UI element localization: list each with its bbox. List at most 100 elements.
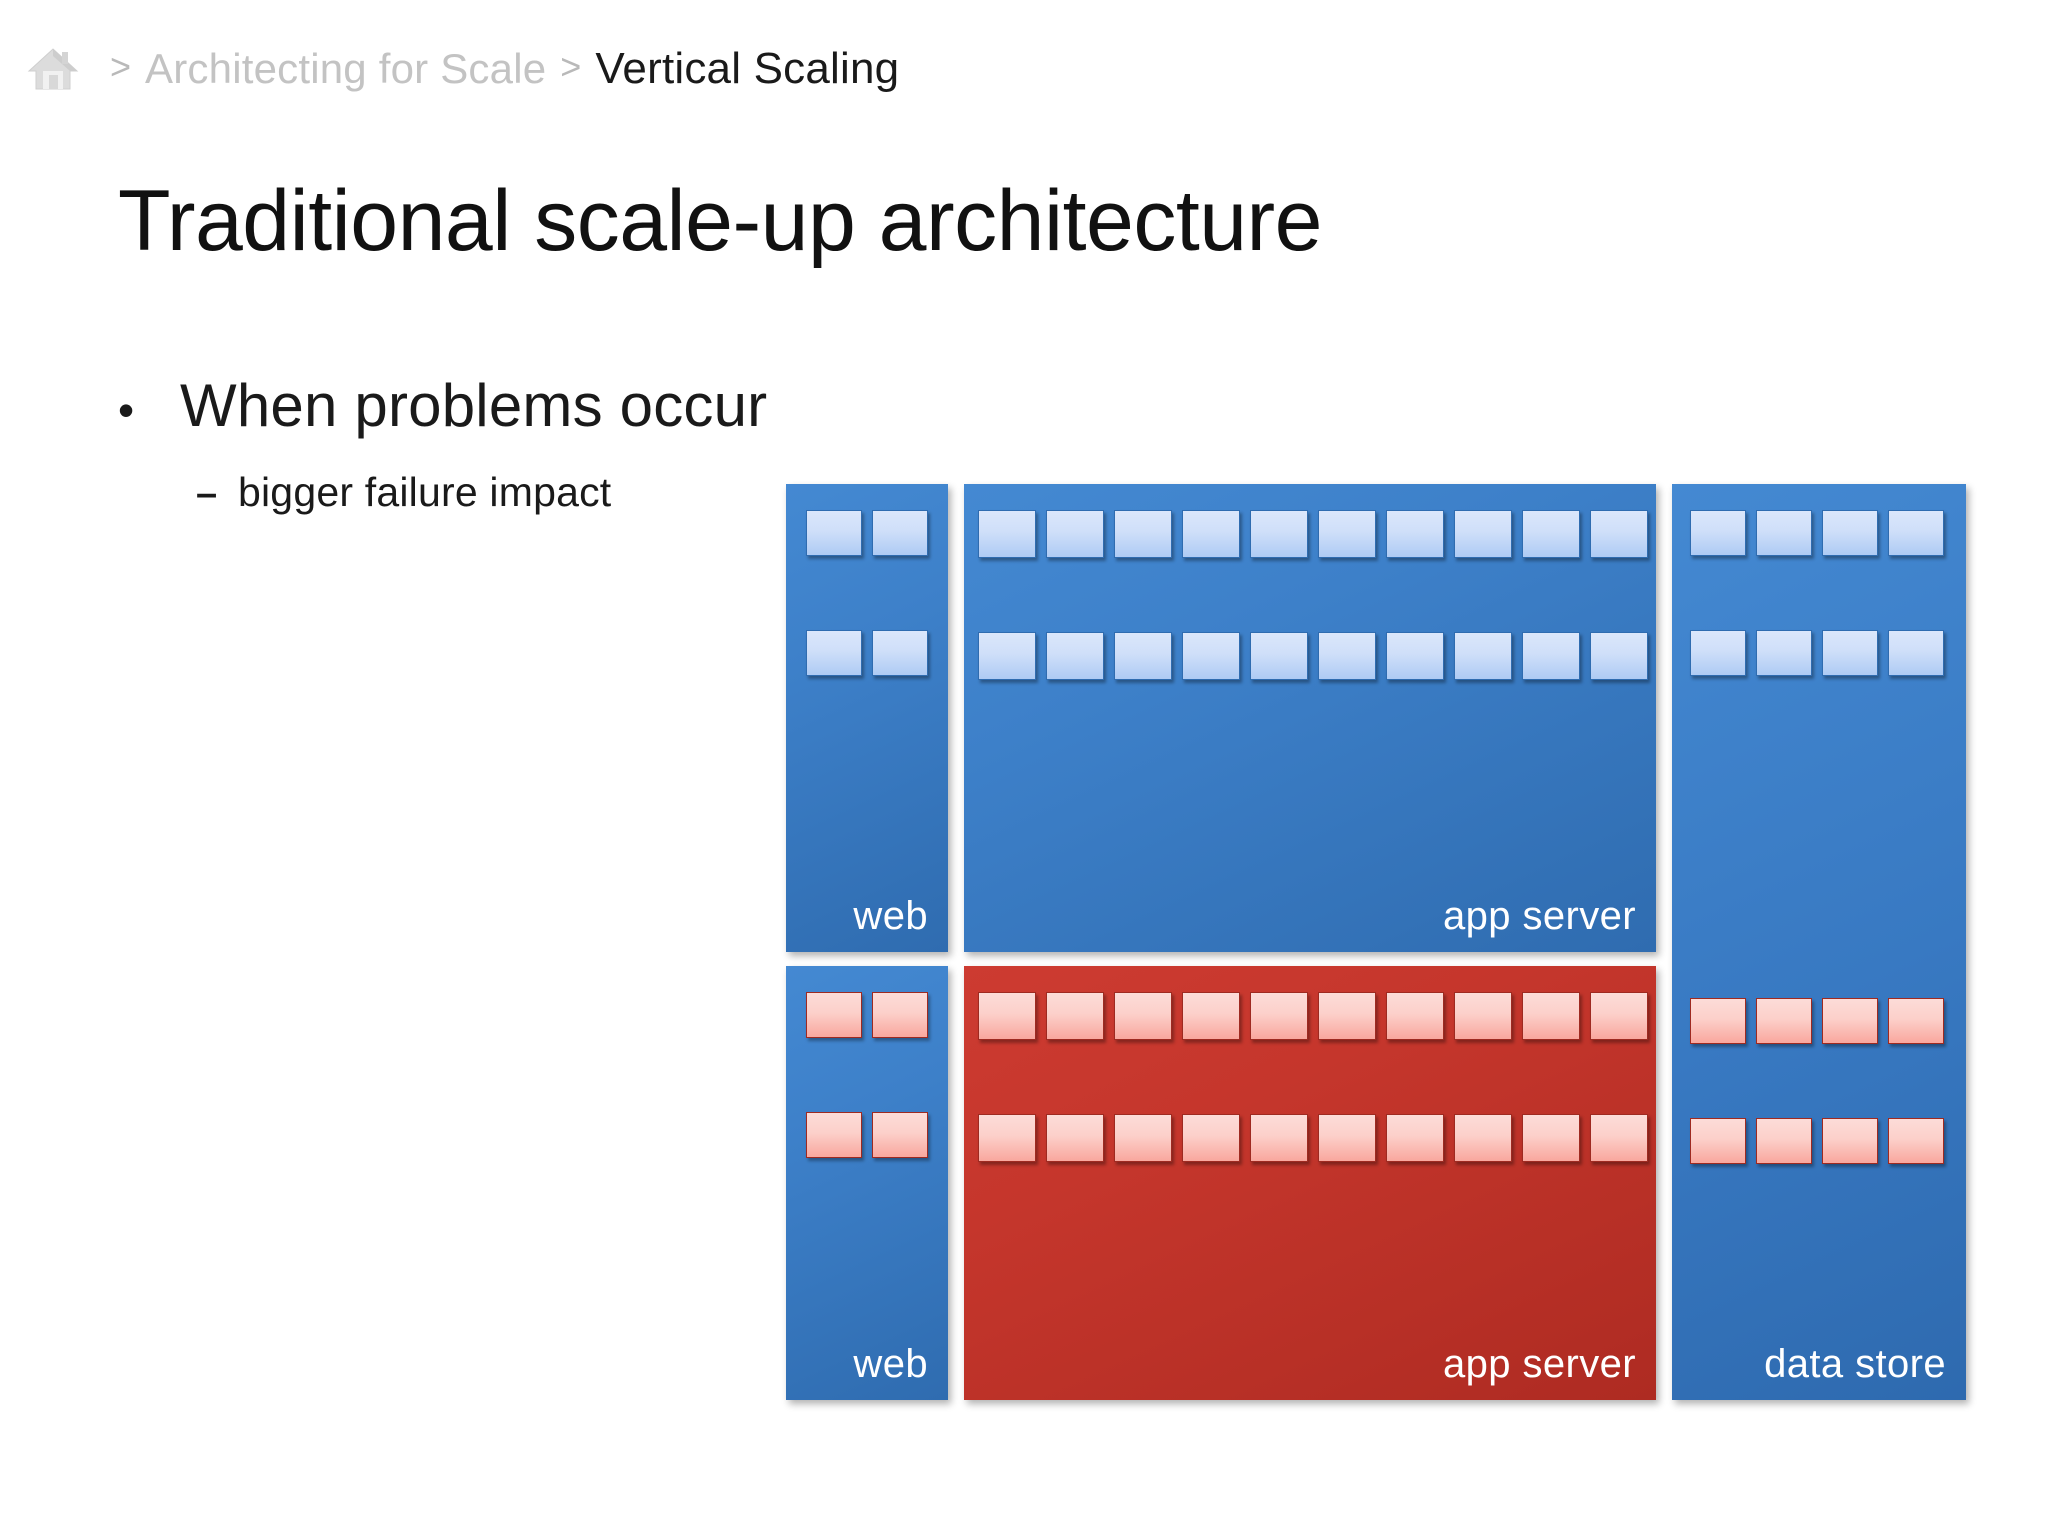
chip bbox=[1590, 510, 1648, 558]
panel-app-server-top[interactable]: app server bbox=[964, 484, 1656, 952]
chip bbox=[1114, 992, 1172, 1040]
panel-web-bottom[interactable]: web bbox=[786, 966, 948, 1400]
breadcrumb-parent[interactable]: Architecting for Scale bbox=[145, 45, 547, 92]
chip bbox=[1454, 992, 1512, 1040]
chip bbox=[1182, 992, 1240, 1040]
panel-label-web-bottom: web bbox=[853, 1342, 928, 1386]
chip bbox=[1522, 510, 1580, 558]
home-icon[interactable] bbox=[26, 42, 80, 96]
chip bbox=[978, 992, 1036, 1040]
bullet-dash-icon: – bbox=[196, 473, 218, 515]
chip bbox=[1318, 510, 1376, 558]
chip bbox=[806, 630, 862, 676]
chip-row bbox=[786, 992, 948, 1038]
bullet-marker-icon: • bbox=[118, 384, 135, 436]
chip bbox=[1822, 630, 1878, 676]
chip bbox=[1250, 510, 1308, 558]
bullet-level2: – bigger failure impact bbox=[196, 469, 612, 515]
chip bbox=[872, 510, 928, 556]
chip bbox=[1822, 998, 1878, 1044]
chip bbox=[1182, 510, 1240, 558]
architecture-diagram: web web bbox=[786, 484, 1966, 1400]
chip bbox=[1690, 510, 1746, 556]
chip-row bbox=[1672, 510, 1966, 556]
chip bbox=[1590, 992, 1648, 1040]
chip bbox=[1386, 992, 1444, 1040]
chip bbox=[1690, 630, 1746, 676]
panel-label-data-store: data store bbox=[1764, 1342, 1946, 1386]
chip bbox=[1822, 510, 1878, 556]
breadcrumb-current: Vertical Scaling bbox=[595, 44, 900, 93]
chip bbox=[1046, 632, 1104, 680]
chip bbox=[1454, 1114, 1512, 1162]
chip bbox=[1114, 1114, 1172, 1162]
page-title: Traditional scale-up architecture bbox=[118, 173, 1323, 269]
chip-row bbox=[964, 632, 1656, 680]
chip bbox=[806, 510, 862, 556]
bullet-level1: • When problems occur bbox=[118, 376, 767, 436]
chip bbox=[1522, 1114, 1580, 1162]
chip-row bbox=[786, 510, 948, 556]
chip bbox=[978, 1114, 1036, 1162]
chip bbox=[1454, 510, 1512, 558]
chip bbox=[1114, 510, 1172, 558]
chip bbox=[978, 510, 1036, 558]
chip bbox=[1046, 1114, 1104, 1162]
chip bbox=[1454, 632, 1512, 680]
panel-data-store-chips bbox=[1672, 484, 1966, 1164]
chip-row bbox=[786, 1112, 948, 1158]
chip bbox=[872, 1112, 928, 1158]
panel-data-store[interactable]: data store bbox=[1672, 484, 1966, 1400]
chip bbox=[1046, 992, 1104, 1040]
chip bbox=[1756, 1118, 1812, 1164]
bullet-level1-text: When problems occur bbox=[180, 372, 768, 439]
chip bbox=[1250, 1114, 1308, 1162]
chip bbox=[1250, 632, 1308, 680]
chip bbox=[1386, 632, 1444, 680]
chip bbox=[1590, 1114, 1648, 1162]
breadcrumb-separator-1: > bbox=[110, 46, 132, 87]
diagram-column-web: web web bbox=[786, 484, 948, 1400]
chip bbox=[1114, 632, 1172, 680]
panel-app-server-bottom[interactable]: app server bbox=[964, 966, 1656, 1400]
chip bbox=[1386, 1114, 1444, 1162]
chip bbox=[1888, 630, 1944, 676]
chip bbox=[872, 992, 928, 1038]
chip-row bbox=[786, 630, 948, 676]
chip bbox=[1386, 510, 1444, 558]
chip bbox=[1888, 1118, 1944, 1164]
chip bbox=[978, 632, 1036, 680]
bullet-level2-text: bigger failure impact bbox=[238, 469, 612, 515]
chip-row bbox=[1672, 1118, 1966, 1164]
chip bbox=[1250, 992, 1308, 1040]
chip bbox=[1182, 1114, 1240, 1162]
chip bbox=[1318, 632, 1376, 680]
chip-row bbox=[1672, 630, 1966, 676]
chip-row bbox=[964, 510, 1656, 558]
diagram-column-data-store: data store bbox=[1672, 484, 1966, 1400]
chip bbox=[1690, 1118, 1746, 1164]
panel-label-web-top: web bbox=[853, 894, 928, 938]
diagram-column-app-server: app server bbox=[964, 484, 1656, 1400]
chip bbox=[806, 992, 862, 1038]
panel-label-app-server-top: app server bbox=[1443, 894, 1636, 938]
panel-label-app-server-bottom: app server bbox=[1443, 1342, 1636, 1386]
chip-row bbox=[964, 992, 1656, 1040]
panel-web-top[interactable]: web bbox=[786, 484, 948, 952]
chip bbox=[1182, 632, 1240, 680]
breadcrumb-separator-2: > bbox=[560, 46, 582, 87]
chip bbox=[1522, 992, 1580, 1040]
chip bbox=[1590, 632, 1648, 680]
chip bbox=[1888, 998, 1944, 1044]
chip bbox=[1318, 992, 1376, 1040]
chip bbox=[1822, 1118, 1878, 1164]
chip bbox=[872, 630, 928, 676]
panel-web-top-chips bbox=[786, 484, 948, 676]
chip bbox=[1756, 630, 1812, 676]
chip bbox=[1756, 510, 1812, 556]
chip bbox=[1318, 1114, 1376, 1162]
chip bbox=[1756, 998, 1812, 1044]
breadcrumb: > Architecting for Scale > Vertical Scal… bbox=[26, 38, 899, 100]
panel-web-bottom-chips bbox=[786, 966, 948, 1158]
panel-app-server-top-chips bbox=[964, 484, 1656, 680]
